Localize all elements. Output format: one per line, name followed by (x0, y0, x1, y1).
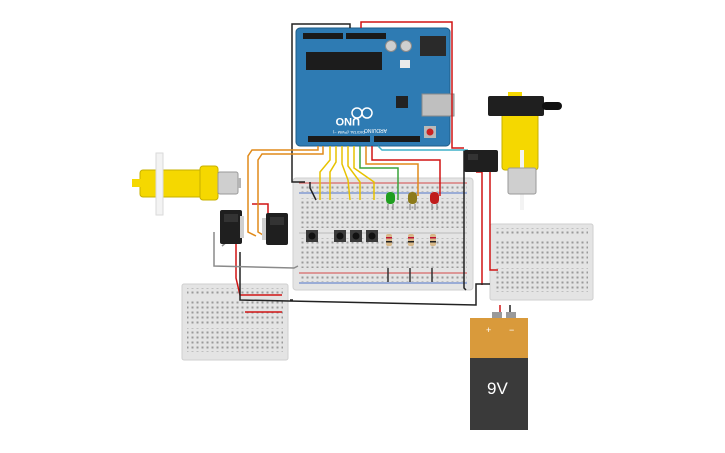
pushbutton-1[interactable] (306, 230, 318, 242)
breadboard-right[interactable] (489, 223, 594, 301)
pushbutton-3[interactable] (350, 230, 362, 242)
arduino-brand-label: ARDUINO (364, 127, 387, 133)
resistor-3[interactable] (430, 234, 436, 246)
battery-plus-label: + (486, 325, 491, 335)
digital-pins-label: DIGITAL (PWM ~) (332, 130, 365, 135)
wire-layer (213, 21, 511, 318)
battery-9v[interactable]: + − 9V (470, 312, 528, 430)
motor-right[interactable] (488, 92, 562, 210)
resistor-1[interactable] (386, 234, 392, 246)
motor-left[interactable] (132, 152, 241, 216)
uno-label: UNO (335, 115, 360, 127)
arduino-uno-board[interactable]: UNO ARDUINO DIGITAL (PWM ~) (295, 27, 455, 147)
led-green[interactable] (386, 192, 395, 210)
led-yellow[interactable] (408, 192, 417, 210)
relay-module-1[interactable] (220, 210, 244, 244)
battery-minus-label: − (509, 325, 514, 335)
relay-module-2[interactable] (262, 213, 288, 245)
pushbutton-2[interactable] (334, 230, 346, 242)
breadboard-main[interactable] (292, 177, 474, 291)
resistor-2[interactable] (408, 234, 414, 246)
pushbutton-4[interactable] (366, 230, 378, 242)
breadboard-left[interactable] (181, 283, 289, 361)
relay-module-3[interactable] (464, 150, 498, 172)
battery-voltage-label: 9V (487, 379, 508, 398)
led-red[interactable] (430, 192, 439, 210)
